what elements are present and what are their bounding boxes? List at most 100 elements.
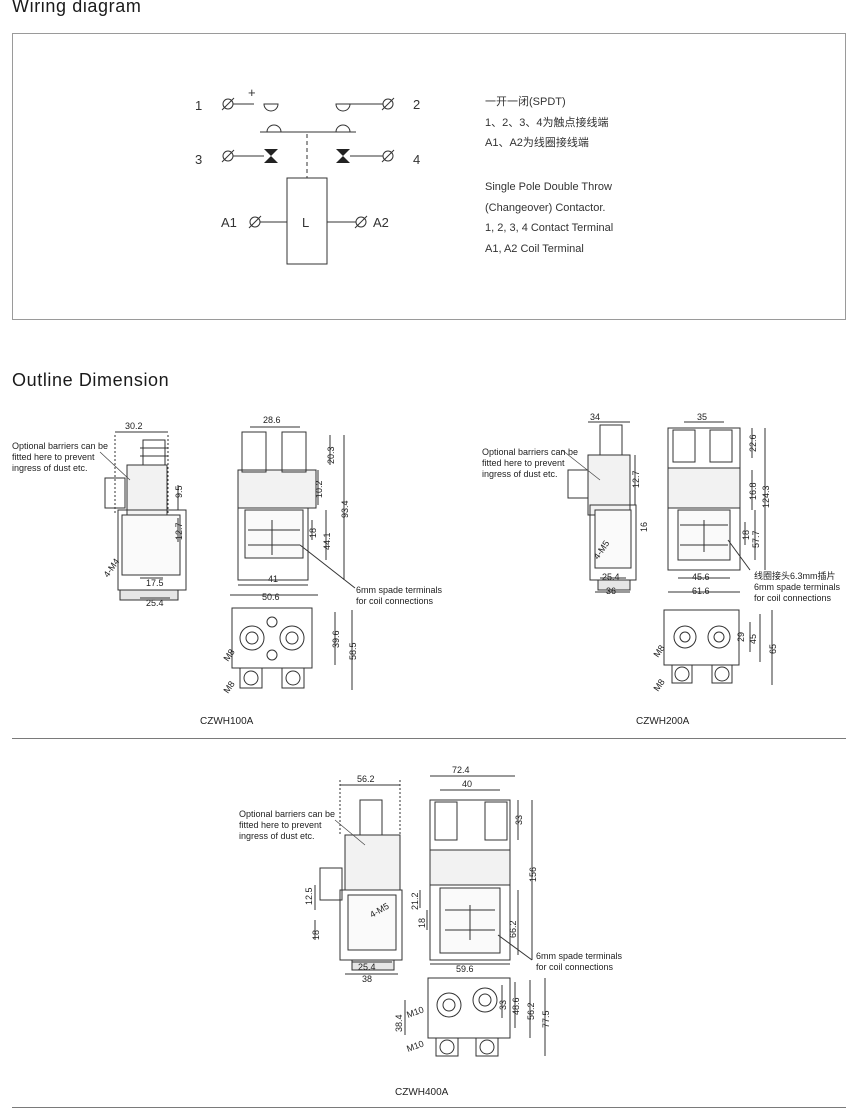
- terminal-a2-label: A2: [373, 215, 389, 230]
- note-line: Optional barriers can be: [482, 447, 579, 457]
- dim-label: M10: [405, 1004, 425, 1019]
- note-line: ingress of dust etc.: [482, 469, 558, 479]
- dim-label: 21.2: [410, 892, 420, 910]
- dim-label: 25.4: [358, 962, 376, 972]
- dim-label: 18: [308, 528, 318, 538]
- czwh200a-drawing: 34 35 22.6 12.7 16.8 124.3 16 18 57.7 4-…: [561, 412, 778, 693]
- dim-label: 22.6: [748, 434, 758, 452]
- dim-label: 48.6: [511, 997, 521, 1015]
- dim-label: M8: [221, 679, 236, 695]
- spade-note-200a: 线圈接头6.3mm插片 6mm spade terminals for coil…: [754, 571, 840, 604]
- dim-label: M8: [651, 677, 666, 693]
- section-divider: [12, 1107, 846, 1108]
- note-line: fitted here to prevent: [239, 820, 322, 830]
- dim-label: 10.2: [314, 480, 324, 498]
- note-line: ingress of dust etc.: [12, 463, 88, 473]
- dim-label: 44.1: [322, 532, 332, 550]
- dim-label: 12.7: [174, 522, 184, 540]
- dim-label: 38: [362, 974, 372, 984]
- dim-label: 30.2: [125, 421, 143, 431]
- dim-label: 65: [768, 644, 778, 654]
- dim-label: 41: [268, 574, 278, 584]
- dim-label: 20.3: [326, 446, 336, 464]
- dim-label: 77.5: [541, 1010, 551, 1028]
- note-line: 线圈接头6.3mm插片: [754, 571, 836, 581]
- dim-label: 66.2: [508, 920, 518, 938]
- dim-label: 17.5: [146, 578, 164, 588]
- terminal-3-label: 3: [195, 152, 202, 167]
- dim-label: 50.6: [262, 592, 280, 602]
- dim-label: 36: [606, 586, 616, 596]
- note-line: for coil connections: [754, 593, 832, 603]
- dim-label: 93.4: [340, 500, 350, 518]
- dim-label: 33: [514, 815, 524, 825]
- dim-label: 33: [498, 1000, 508, 1010]
- wiring-diagram-title: Wiring diagram: [12, 0, 142, 16]
- dim-label: 18: [417, 918, 427, 928]
- dim-label: 45: [748, 634, 758, 644]
- dim-label: 12.5: [304, 887, 314, 905]
- note-en-line: Single Pole Double Throw: [485, 181, 612, 193]
- wiring-notes-en: Single Pole Double Throw (Changeover) Co…: [485, 177, 613, 259]
- note-line: 6mm spade terminals: [754, 582, 841, 592]
- note-line: Optional barriers can be: [239, 809, 336, 819]
- dim-label: 25.4: [146, 598, 164, 608]
- note-line: for coil connections: [356, 596, 434, 606]
- spade-note-100a: 6mm spade terminals for coil connections: [356, 585, 442, 607]
- note-en-line: 1, 2, 3, 4 Contact Terminal: [485, 222, 614, 234]
- outline-dimension-title: Outline Dimension: [12, 370, 170, 390]
- dim-label: M8: [221, 647, 236, 663]
- wiring-notes-cn: 一开一闭(SPDT) 1、2、3、4为触点接线端 A1、A2为线圈接线端: [485, 92, 608, 154]
- dim-label: 40: [462, 779, 472, 789]
- dim-label: M8: [651, 643, 666, 659]
- dim-label: M10: [405, 1038, 425, 1053]
- dim-label: 9.5: [174, 485, 184, 498]
- terminal-2-label: 2: [413, 97, 420, 112]
- dim-label: 59.6: [456, 964, 474, 974]
- note-en-line: A1, A2 Coil Terminal: [485, 242, 584, 255]
- wiring-diagram-panel: [12, 33, 846, 320]
- barriers-note-200a: Optional barriers can be fitted here to …: [482, 447, 578, 480]
- note-line: ingress of dust etc.: [239, 831, 315, 841]
- dim-label: 34: [590, 412, 600, 422]
- caption-czwh400a: CZWH400A: [395, 1087, 449, 1098]
- dim-label: 39.6: [331, 630, 341, 648]
- dim-label: 25.4: [602, 572, 620, 582]
- plus-label: +: [248, 85, 256, 100]
- dim-label: 58.5: [348, 642, 358, 660]
- dim-label: 35: [697, 412, 707, 422]
- barriers-note-100a: Optional barriers can be fitted here to …: [12, 441, 108, 474]
- coil-label: L: [302, 215, 309, 230]
- terminal-a1-label: A1: [221, 215, 237, 230]
- dim-label: 18: [311, 930, 321, 940]
- note-line: 6mm spade terminals: [536, 951, 623, 961]
- terminal-4-label: 4: [413, 152, 420, 167]
- dim-label: 45.6: [692, 572, 710, 582]
- note-line: Optional barriers can be: [12, 441, 109, 451]
- dim-label: 38.4: [394, 1014, 404, 1032]
- note-cn-line: 1、2、3、4为触点接线端: [485, 116, 609, 129]
- dim-label: 61.6: [692, 586, 710, 596]
- dim-label: 72.4: [452, 765, 470, 775]
- dim-label: 56.2: [357, 774, 375, 784]
- terminal-1-label: 1: [195, 98, 202, 113]
- note-line: fitted here to prevent: [482, 458, 565, 468]
- czwh100a-drawing: 30.2 9.5 12.7 4-M4 17.5 25.4 28.6 20.3 1…: [99, 415, 358, 695]
- caption-czwh100a: CZWH100A: [200, 716, 254, 727]
- czwh400a-drawing: 56.2 72.4 40 33 156 12.5 21.2 18 66.2 4-…: [304, 765, 551, 1057]
- note-cn-line: A1、A2为线圈接线端: [485, 137, 589, 149]
- dim-label: 156: [528, 867, 538, 882]
- note-line: for coil connections: [536, 962, 614, 972]
- dim-label: 12.7: [631, 470, 641, 488]
- note-line: fitted here to prevent: [12, 452, 95, 462]
- dim-label: 57.7: [751, 530, 761, 548]
- dim-label: 56.2: [526, 1002, 536, 1020]
- dim-label: 18: [741, 530, 751, 540]
- caption-czwh200a: CZWH200A: [636, 716, 690, 727]
- barriers-note-400a: Optional barriers can be fitted here to …: [239, 809, 335, 842]
- note-line: 6mm spade terminals: [356, 585, 443, 595]
- dim-label: 124.3: [761, 485, 771, 508]
- dim-label: 29: [736, 632, 746, 642]
- dim-label: 28.6: [263, 415, 281, 425]
- dim-label: 16: [639, 522, 649, 532]
